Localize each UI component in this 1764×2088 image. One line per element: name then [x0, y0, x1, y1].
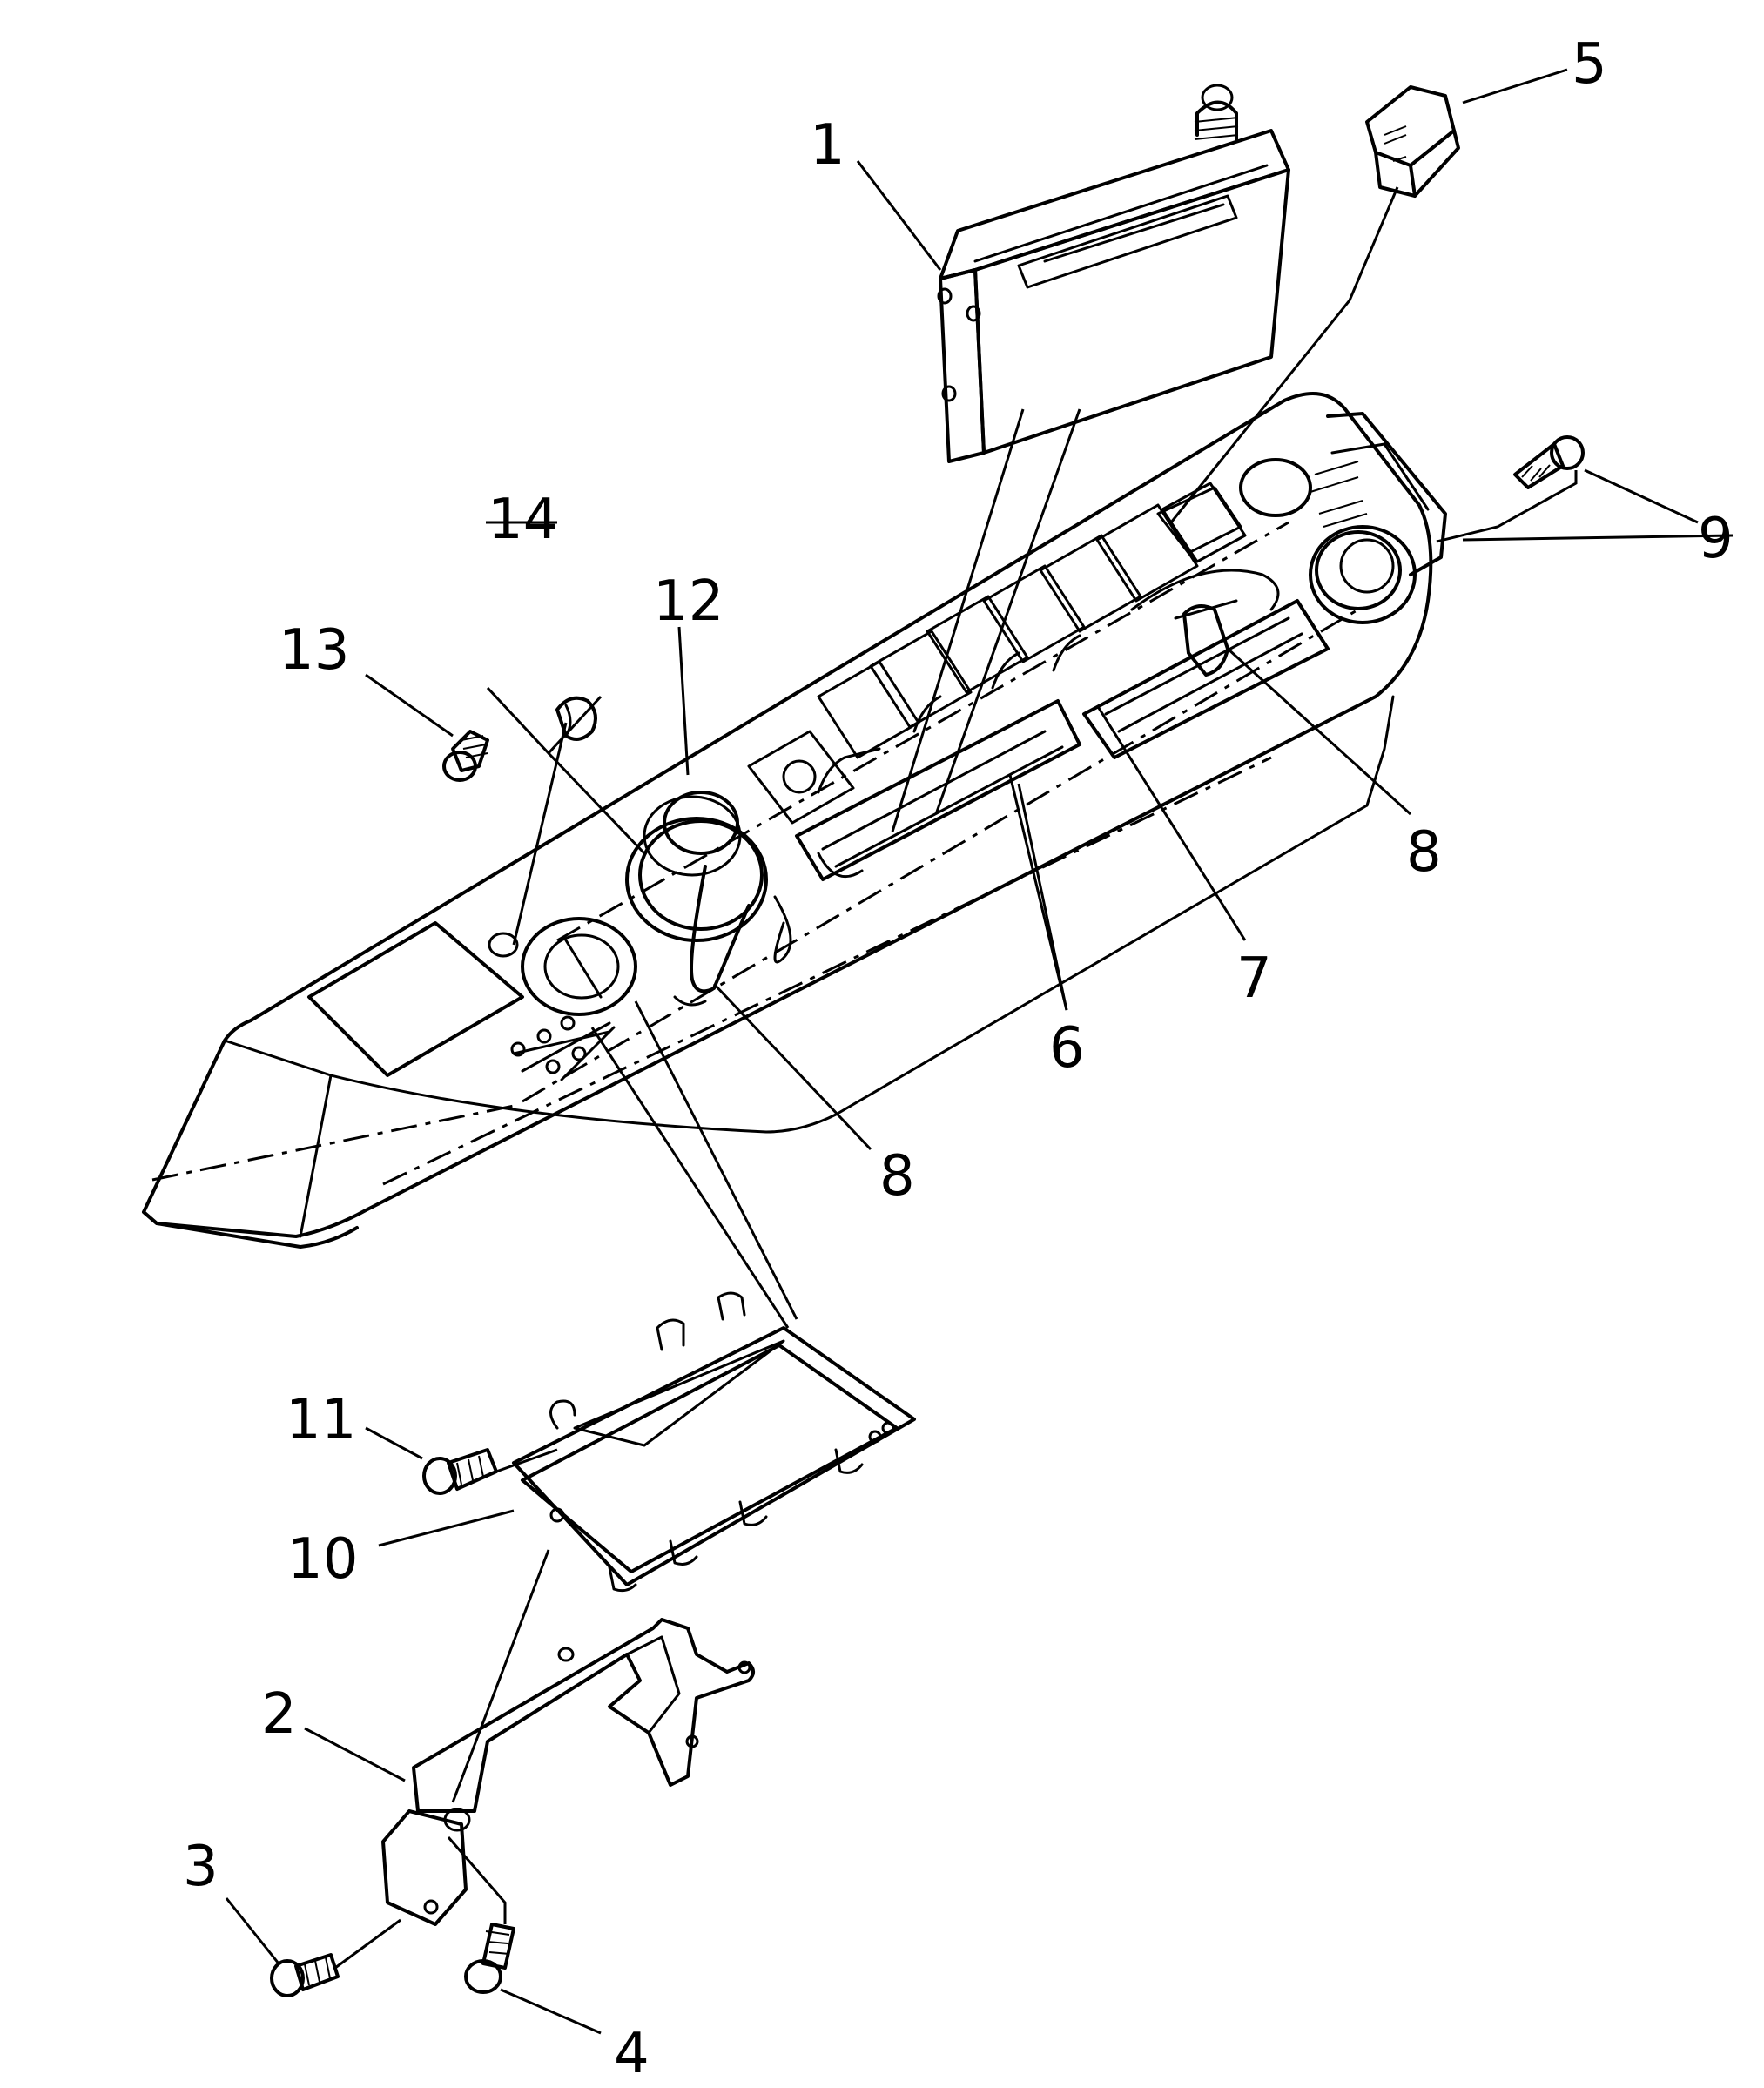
callout-8a: 8	[1406, 820, 1442, 885]
screw-4	[464, 1923, 515, 1994]
callout-12: 12	[653, 569, 724, 634]
callout-1: 1	[810, 113, 845, 178]
callout-14: 14	[488, 488, 558, 552]
relay	[1365, 85, 1460, 198]
callout-10: 10	[287, 1527, 358, 1592]
callout-11: 11	[286, 1388, 356, 1452]
controller-unit	[937, 84, 1290, 463]
callout-6: 6	[1049, 1016, 1085, 1081]
callout-5: 5	[1572, 32, 1607, 97]
callout-9: 9	[1698, 507, 1734, 571]
callout-13: 13	[279, 618, 349, 683]
callout-8b: 8	[879, 1144, 915, 1209]
screw-3	[270, 1953, 340, 1997]
callout-4: 4	[614, 2022, 650, 2086]
switch-panel-row	[747, 482, 1247, 825]
bracket-2	[381, 1618, 755, 1926]
wiring-harness	[773, 634, 1081, 964]
screw-13	[442, 730, 489, 782]
screw-9	[1513, 435, 1585, 489]
callout-3: 3	[183, 1835, 219, 1899]
callout-labels: 1 2 3 4 5 6 7 8 8 9 10 11 12 13 14	[183, 32, 1734, 2086]
plate-10	[512, 1291, 916, 1593]
callout-2: 2	[261, 1682, 297, 1747]
indicator-lamps	[510, 1015, 616, 1081]
screw-11	[422, 1448, 498, 1495]
console-housing	[142, 392, 1447, 1249]
callout-7: 7	[1236, 946, 1272, 1011]
leader-lines	[225, 68, 1734, 2035]
